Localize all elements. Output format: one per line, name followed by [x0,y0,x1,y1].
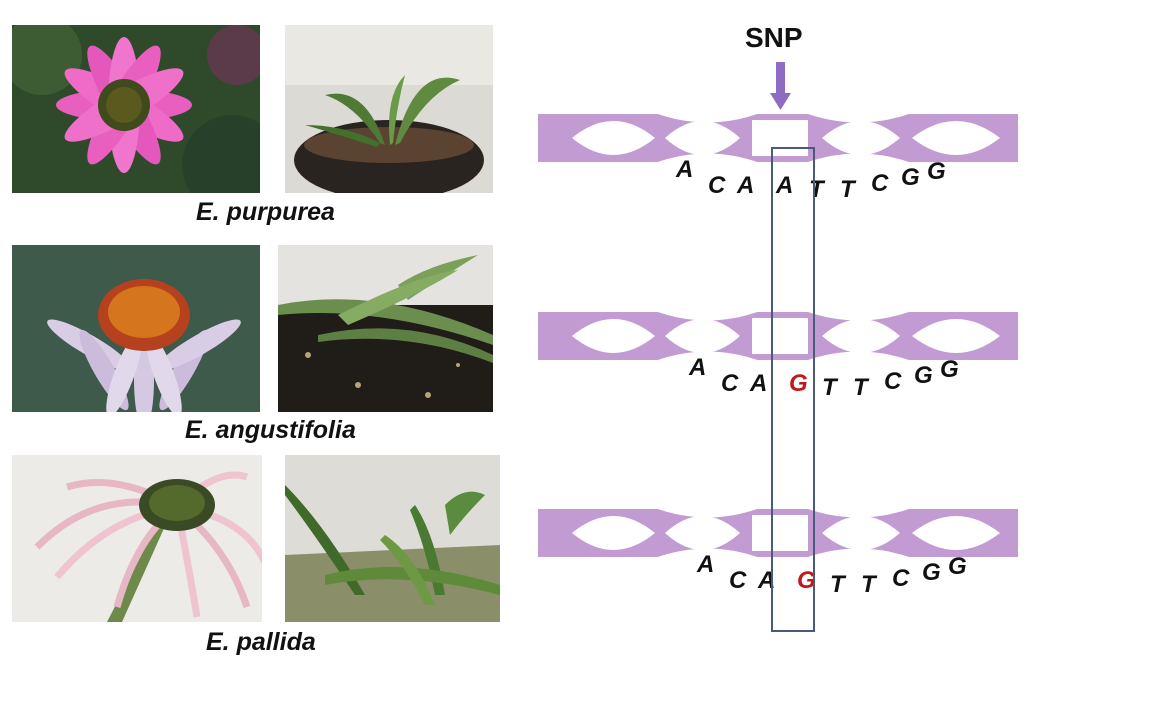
sequence-2-base-9: G [940,356,959,383]
sequence-1-base-2: C [708,172,726,199]
snp-highlight-box [771,147,815,632]
sequence-1-base-3: A [736,172,754,199]
dna-helix-2 [538,311,1018,361]
purpurea-flower-photo [12,25,260,193]
angustifolia-flower-photo [12,245,260,412]
sequence-3-base-1: A [696,551,714,578]
sequence-1-base-1: A [675,156,693,183]
species-label-angustifolia: E. angustifolia [185,416,356,444]
sequence-3-base-4: G [797,567,816,594]
sequence-1-base-8: G [901,164,920,191]
purpurea-plant-photo [285,25,493,193]
sequence-2-base-6: T [853,374,870,401]
snp-label: SNP [745,22,803,53]
sequence-3-base-2: C [729,567,747,594]
sequence-3-base-7: C [892,565,910,592]
sequence-3-base-6: T [861,571,878,598]
dna-helix-3 [538,508,1018,558]
snp-arrow-icon [770,62,791,110]
dna-helix-1 [538,113,1018,163]
sequence-1-base-4: A [775,172,793,199]
sequence-1-base-6: T [840,176,857,203]
sequence-1-base-5: T [809,176,826,203]
sequence-1-base-7: C [871,170,889,197]
species-label-pallida: E. pallida [206,628,316,656]
sequence-2-base-1: A [688,354,706,381]
angustifolia-plant-photo [278,245,493,412]
sequence-3-base-5: T [830,571,847,598]
sequence-2-base-2: C [721,370,739,397]
pallida-flower-photo [12,455,262,622]
sequence-1-base-9: G [927,158,946,185]
sequence-2-base-7: C [884,368,902,395]
sequence-2-base-5: T [822,374,839,401]
sequence-2-base-3: A [749,370,767,397]
pallida-plant-photo [285,455,500,622]
sequence-3-base-9: G [948,553,967,580]
sequence-3-base-3: A [757,567,775,594]
sequence-2-base-8: G [914,362,933,389]
species-label-purpurea: E. purpurea [196,198,335,226]
sequence-3-base-8: G [922,559,941,586]
sequence-2-base-4: G [789,370,808,397]
